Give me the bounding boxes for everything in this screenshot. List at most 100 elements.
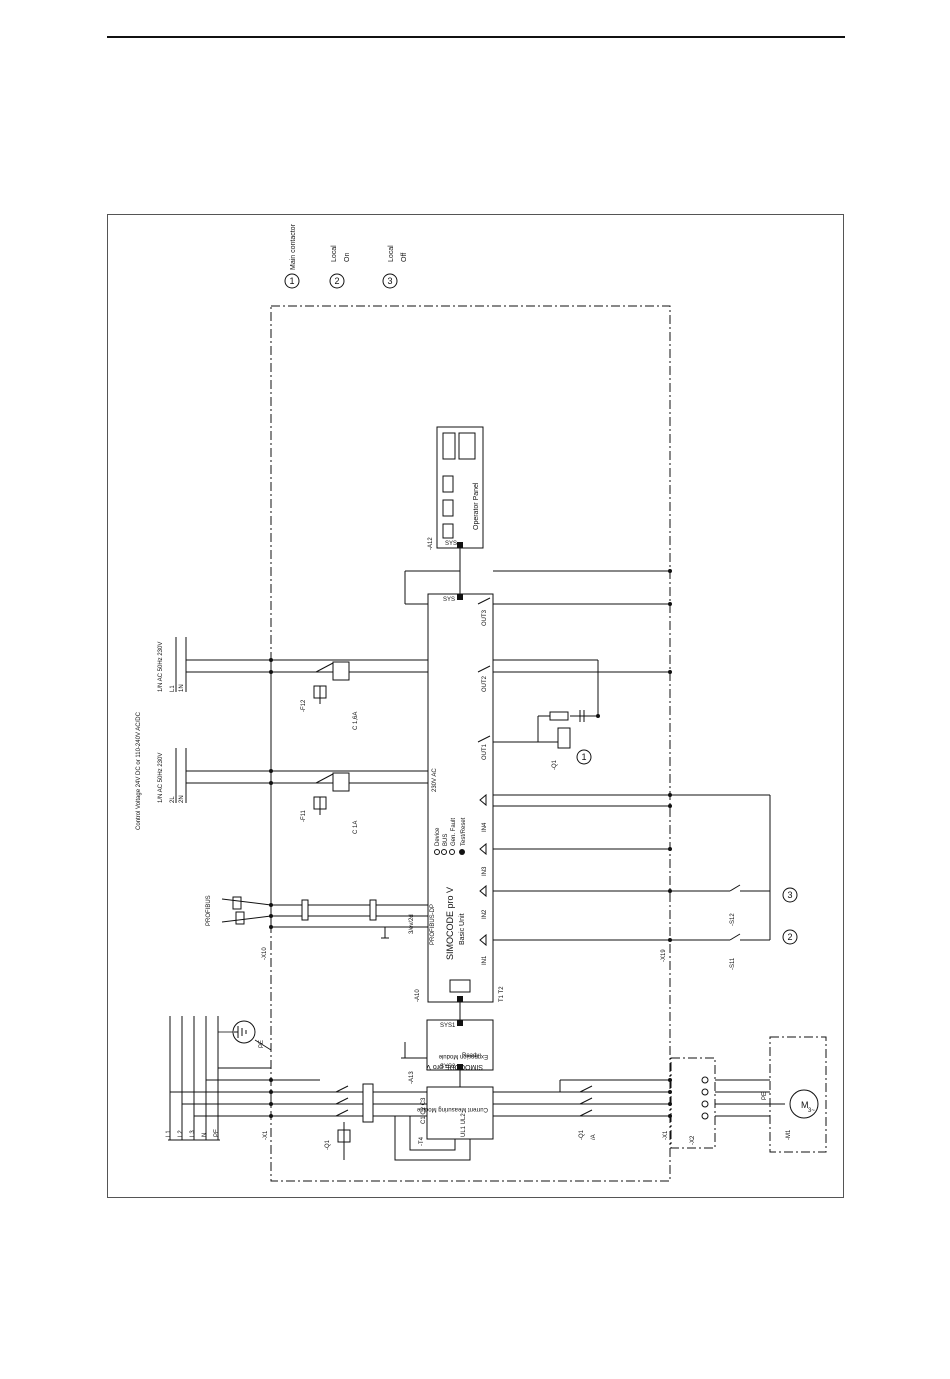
legend-text-3a: Local [388,245,395,262]
exp-port-top [457,1020,463,1026]
in2-label: IN2 [482,909,488,919]
diagram-frame [107,214,844,1198]
input-diodes [479,793,487,947]
led-bus: BUS [443,834,449,846]
q1-contactor-label: -Q1 [579,1129,585,1140]
basic-sys-label: SYS [443,597,455,603]
led-gen-fault: Gen. Fault [451,818,457,846]
s12-label: -S12 [730,913,736,926]
legend-circle-2 [329,273,345,289]
x19-label: -X19 [661,949,667,962]
x2-label: -X2 [690,1135,696,1145]
legend-num-1: 1 [289,276,294,286]
a12-label: -A12 [428,537,434,550]
n2-label: 2N [179,795,185,803]
in4-label: IN4 [482,822,488,832]
q1-a-label: /A [591,1134,597,1140]
m1-label: -M1 [786,1129,792,1140]
basic-unit-subtitle: Basic Unit [459,913,466,945]
in1-label: IN1 [482,955,488,965]
op-button-1[interactable] [442,475,454,493]
motor-boundary [769,1036,827,1153]
main-l3: L3 [190,1130,196,1137]
supply-label: 230V AC [432,768,438,792]
local-off-button[interactable] [729,884,770,892]
control-voltage-label: Control Voltage 24V DC or 110-240V AC/DC [136,711,142,830]
legend-text-1: Main contactor [290,223,297,270]
pe-label-top: PE [259,1040,265,1048]
local-on-button[interactable] [729,933,770,941]
op-button-3[interactable] [442,523,454,539]
breaker-f12 [313,661,350,704]
op-sys-label: SYS [445,541,457,547]
ev-label: 3/ev/2d [409,914,415,934]
main-l1: L1 [166,1130,172,1137]
basic-unit-profibus: PROFIBUS-DP [430,904,436,945]
sys-port-top [457,594,463,600]
net1-label: 1/N AC 50Hz 230V [158,642,164,692]
marker-1: 1 [581,752,586,762]
ground-icon [232,1020,256,1044]
out1-label: OUT1 [482,743,488,760]
out2-label: OUT2 [482,675,488,692]
expansion-module [426,1019,494,1071]
legend-num-2: 2 [334,276,339,286]
expansion-sys1: SYS1 [440,1023,456,1029]
expansion-ready: Ready [462,1053,479,1059]
legend: 1 Main contactor 2 Local On 3 Local Off [284,223,408,289]
in3-label: IN3 [482,866,488,876]
main-terminals [269,1076,709,1120]
current-module-ul: UL1 UL2 [461,1113,467,1137]
q1-main-label: -Q1 [325,1139,331,1150]
current-measuring-module [426,1086,494,1140]
rc-element [549,711,569,721]
op-button-2[interactable] [442,499,454,517]
a10-label: -A10 [415,989,421,1002]
legend-circle-1 [284,273,300,289]
test-reset-button[interactable]: Test/Reset [461,817,467,846]
op-display-2 [458,432,476,460]
motor-label: M [801,1100,809,1110]
breaker-f11 [313,772,350,815]
legend-circle-3 [382,273,398,289]
x1-right-label: -X1 [663,1130,669,1140]
legend-text-2b: On [344,253,351,262]
sys-port-bottom [457,996,463,1002]
op-display [442,432,456,460]
marker-1-circle [576,749,592,765]
output-contacts [477,597,491,743]
x1-label: -X1 [263,1130,269,1140]
op-sys-port [457,542,463,548]
main-n: N [202,1133,208,1137]
control-wiring [186,570,771,941]
t4-label: -T4 [419,1136,425,1146]
led-device: Device [435,827,441,846]
l1-label: L1 [170,685,176,692]
main-power-wiring [170,1067,785,1117]
expansion-sub: Expansion Module [438,1053,488,1059]
legend-num-3: 3 [387,276,392,286]
expansion-title: SIMOCODE pro V [426,1063,483,1070]
contactor-coil-q1 [557,727,571,749]
x10-label: -X10 [262,947,268,960]
legend-text-2a: Local [331,245,338,262]
t1t2-label: T1 T2 [499,986,505,1002]
a13-label: -A13 [409,1071,415,1084]
profibus-label: PROFIBUS [206,895,212,926]
terminal-dots [269,569,672,942]
main-contactor-q1 [579,1085,593,1117]
expansion-sys2: SYS2 [440,1064,456,1070]
c16a-label: C 1,6A [353,712,359,730]
net2-label: 1/N AC 50Hz 230V [158,753,164,803]
thermistor-box [449,979,471,993]
main-l2: L2 [178,1130,184,1137]
marker-3: 3 [787,890,792,900]
out3-label: OUT3 [482,609,488,626]
legend-text-3b: Off [401,253,408,262]
basic-unit-leds [434,849,465,855]
main-pe: PE [214,1129,220,1137]
pe-label-motor: PE [762,1092,768,1100]
header-rule [107,36,845,38]
c1a-label: C 1A [353,821,359,834]
